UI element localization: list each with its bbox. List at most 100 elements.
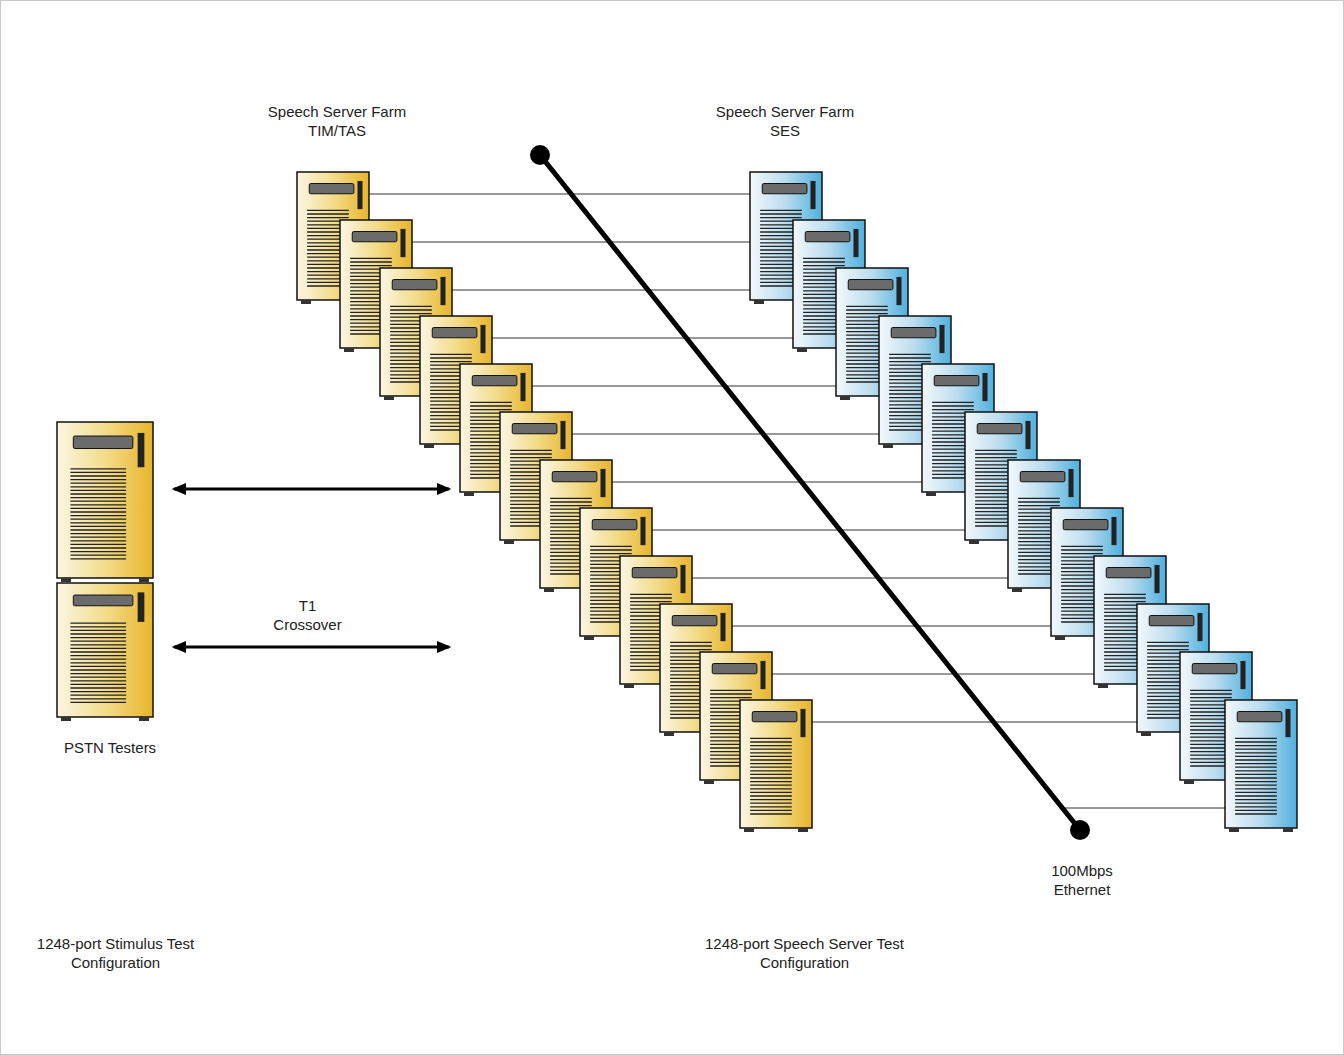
indicator-bar [760,661,765,689]
indicator-bar [138,433,145,467]
vent-lines [70,623,126,702]
drive-slot [848,280,893,290]
server-foot [798,828,808,832]
drive-slot [552,472,597,482]
server-foot [61,578,71,582]
drive-slot [712,664,757,674]
indicator-bar [939,325,944,353]
drive-slot [592,520,637,530]
server-foot [704,780,714,784]
network-label: 100Mbps Ethernet [1042,862,1122,900]
indicator-bar [400,229,405,257]
ses-server [1225,700,1297,832]
drive-slot [352,232,397,242]
drive-slot [1149,616,1194,626]
indicator-bar [1197,613,1202,641]
server-foot [384,396,394,400]
ethernet-drop [1060,808,1227,809]
drive-slot [762,184,807,194]
indicator-bar [480,325,485,353]
server-foot [754,300,764,304]
drive-slot [472,376,517,386]
server-foot [544,588,554,592]
t1-connector [174,488,449,491]
server-foot [1141,732,1151,736]
pstn-tester [57,422,153,582]
tim-tas-server [740,700,812,832]
server-foot [1012,588,1022,592]
server-foot [504,540,514,544]
server-foot [1184,780,1194,784]
server-foot [139,717,149,721]
ethernet-drop [412,242,795,243]
drive-slot [1237,712,1282,722]
configuration-caption: 1248-port Stimulus Test Configuration [28,935,203,973]
node-heading: Speech Server Farm TIM/TAS [257,103,417,141]
server-foot [139,578,149,582]
indicator-bar [138,592,145,621]
server-foot [797,348,807,352]
ethernet-bus [540,155,1080,830]
drive-slot [309,184,354,194]
indicator-bar [1240,661,1245,689]
server-foot [61,717,71,721]
drive-slot [672,616,717,626]
drive-slot [934,376,979,386]
server-foot [1283,828,1293,832]
drive-slot [1192,664,1237,674]
drive-slot [977,424,1022,434]
drive-slot [1106,568,1151,578]
server-foot [969,540,979,544]
indicator-bar [1111,517,1116,545]
tester-group: PSTN Testers [52,420,168,760]
drive-slot [392,280,437,290]
server-foot [301,300,311,304]
server-body [740,700,812,828]
server-body [1225,700,1297,828]
server-foot [344,348,354,352]
vent-lines [1235,738,1277,814]
server-foot [883,444,893,448]
vent-lines [70,469,126,559]
drive-slot [752,712,797,722]
indicator-bar [680,565,685,593]
indicator-bar [1285,709,1290,737]
pstn-tester [57,583,153,721]
drive-slot [432,328,477,338]
indicator-bar [800,709,805,737]
indicator-bar [720,613,725,641]
server-foot [664,732,674,736]
indicator-bar [600,469,605,497]
bus-terminator [1070,820,1090,840]
bus-terminator [530,145,550,165]
server-foot [424,444,434,448]
server-foot [624,684,634,688]
configuration-caption: 1248-port Speech Server Test Configurati… [697,935,912,973]
server-foot [840,396,850,400]
indicator-bar [810,181,815,209]
indicator-bar [1068,469,1073,497]
node-heading: PSTN Testers [52,739,168,758]
drive-slot [73,436,133,448]
server-foot [584,636,594,640]
indicator-bar [640,517,645,545]
drive-slot [512,424,557,434]
server-body [57,422,153,578]
drive-slot [1063,520,1108,530]
server-foot [926,492,936,496]
server-foot [744,828,754,832]
indicator-bar [440,277,445,305]
server-foot [1098,684,1108,688]
drive-slot [805,232,850,242]
connector-label: T1 Crossover [270,597,345,635]
server-farm: Speech Server Farm SES [750,150,1310,860]
indicator-bar [1025,421,1030,449]
indicator-bar [896,277,901,305]
indicator-bar [357,181,362,209]
server-body [57,583,153,717]
indicator-bar [1154,565,1159,593]
